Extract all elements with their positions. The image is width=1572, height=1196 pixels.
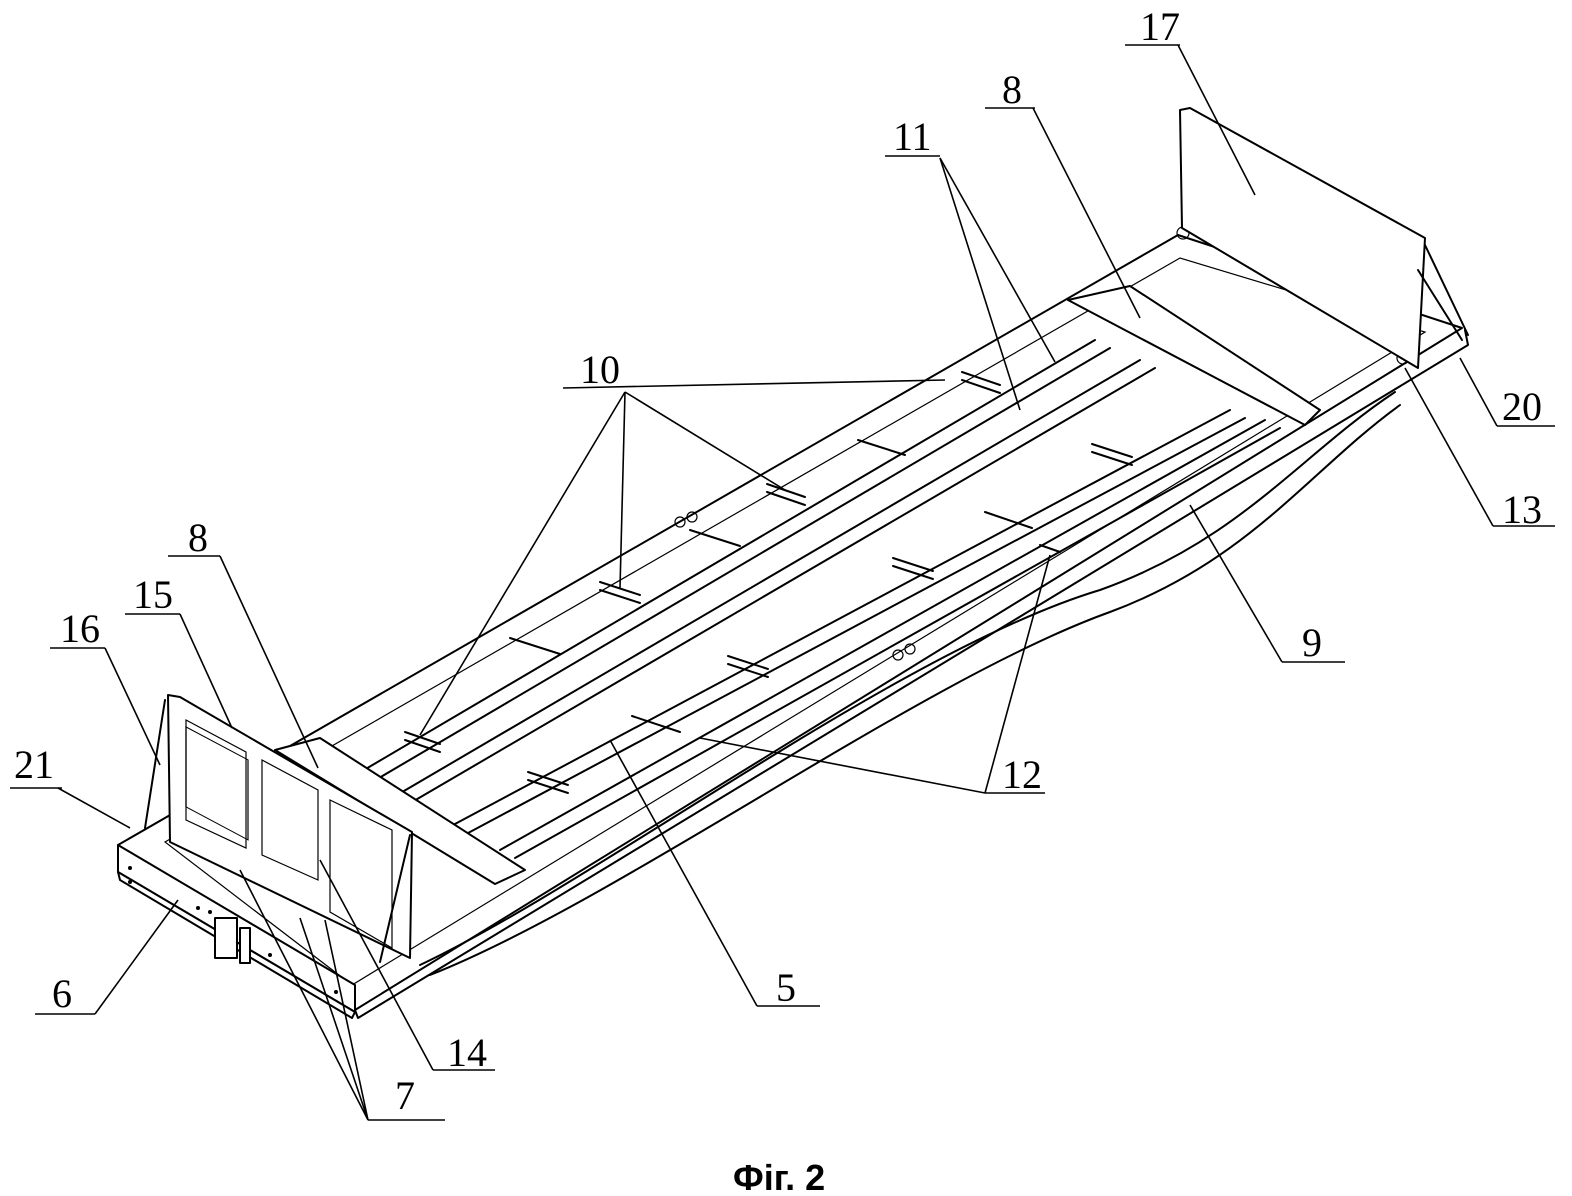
deck-front-edge bbox=[354, 329, 1469, 1019]
callout-14: 14 bbox=[447, 1030, 487, 1075]
front-end-wall bbox=[144, 694, 413, 963]
callout-16: 16 bbox=[60, 606, 100, 651]
ramp-plate-8-rear bbox=[1067, 285, 1321, 426]
callout-5: 5 bbox=[776, 965, 796, 1010]
callout-labels: 17 8 11 10 20 13 8 15 16 9 21 12 5 6 14 … bbox=[14, 4, 1542, 1118]
callout-8-front: 8 bbox=[188, 515, 208, 560]
cross-members bbox=[404, 371, 1133, 794]
figure-caption: Фіг. 2 bbox=[733, 1157, 825, 1196]
callout-9: 9 bbox=[1302, 620, 1322, 665]
rear-end-wall-17 bbox=[1179, 107, 1469, 369]
callout-15: 15 bbox=[133, 572, 173, 617]
callout-13: 13 bbox=[1502, 487, 1542, 532]
callout-11: 11 bbox=[893, 114, 932, 159]
side-beam-9-lower bbox=[429, 404, 1401, 976]
leader-lines bbox=[10, 44, 1555, 1121]
callout-10: 10 bbox=[580, 347, 620, 392]
callout-12: 12 bbox=[1002, 752, 1042, 797]
callout-7: 7 bbox=[395, 1073, 415, 1118]
callout-8-rear: 8 bbox=[1002, 67, 1022, 112]
front-beam-6 bbox=[117, 844, 356, 1019]
ramp-plate-8-front bbox=[274, 737, 526, 885]
callout-6: 6 bbox=[52, 971, 72, 1016]
callout-17: 17 bbox=[1140, 4, 1180, 49]
side-beam-9 bbox=[419, 391, 1396, 966]
longitudinal-rails bbox=[329, 339, 1281, 859]
callout-20: 20 bbox=[1502, 384, 1542, 429]
callout-21: 21 bbox=[14, 742, 54, 787]
deck-inner-rim bbox=[163, 257, 1427, 986]
platform-frame bbox=[117, 234, 1469, 1019]
